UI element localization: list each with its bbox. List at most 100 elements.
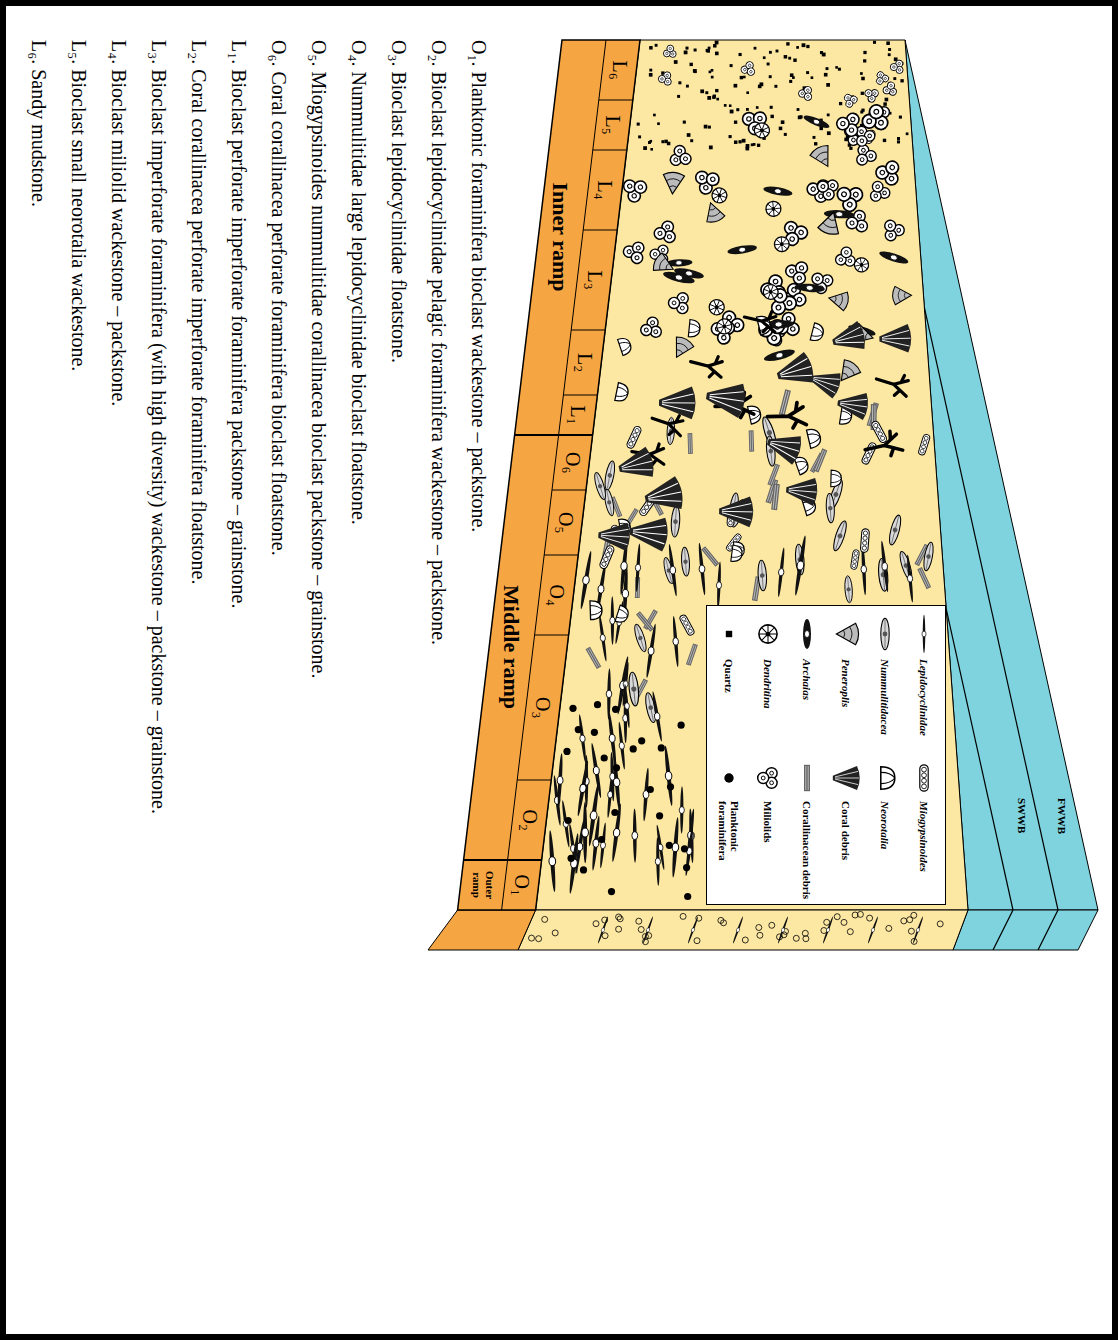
lepido-symbol	[687, 916, 700, 944]
planktonic-symbol-part	[724, 773, 733, 782]
miogyps-symbol-part	[603, 557, 609, 563]
quartz-symbol	[811, 76, 814, 79]
nummulit-symbol-part	[683, 559, 688, 564]
coralline-symbol-part	[806, 766, 808, 790]
lepido-symbol-part	[691, 927, 695, 932]
quartz-symbol-part	[711, 76, 714, 79]
neorotalia-symbol-part	[811, 327, 824, 338]
quartz-symbol	[758, 85, 762, 89]
miogyps-symbol-part	[853, 555, 857, 559]
legend-entry: Corallinacean debris	[789, 758, 825, 902]
miliolid-symbol-part	[848, 259, 852, 263]
facies-description: L₆. Sandy mudstone.	[27, 40, 50, 207]
neorotalia-symbol	[618, 336, 633, 355]
planktonic-symbol-part	[678, 722, 685, 729]
dendritina-symbol	[774, 236, 790, 252]
planktonic-symbol	[647, 786, 654, 793]
lepido-symbol-part	[656, 837, 660, 886]
coral-symbol	[763, 428, 804, 466]
coralline-symbol	[686, 643, 698, 665]
legend-symbol	[868, 758, 902, 798]
facies-code: O₆	[561, 452, 584, 473]
coral-symbol-part	[839, 396, 868, 414]
lepido-symbol	[597, 916, 610, 944]
miliolid-symbol-part	[869, 104, 884, 119]
quartz-symbol	[743, 76, 746, 79]
quartz-symbol-part	[826, 83, 830, 87]
lepido-symbol-part	[826, 927, 830, 932]
quartz-symbol	[730, 110, 734, 114]
dendritina-symbol-part	[752, 120, 772, 140]
miliolid-symbol-part	[672, 301, 676, 305]
archaias-symbol-part	[727, 243, 758, 255]
dendritina-symbol-part	[715, 317, 733, 335]
quartz-symbol	[754, 47, 757, 50]
miliolid-symbol-part	[699, 175, 705, 181]
coralline-symbol-part	[749, 430, 754, 451]
lepido-symbol-part	[669, 566, 676, 574]
quartz-symbol-part	[797, 108, 800, 111]
open-symbol	[793, 935, 799, 941]
open-symbol	[857, 911, 863, 917]
miliolid-symbol	[668, 292, 688, 313]
miliolid-symbol-part	[896, 228, 901, 233]
quartz-symbol-part	[784, 55, 787, 58]
neorotalia-symbol-part	[831, 474, 842, 483]
planktonic-symbol	[591, 729, 598, 736]
lepido-symbol-part	[578, 714, 587, 763]
miliolid-symbol-part	[799, 265, 804, 270]
quartz-symbol	[700, 89, 704, 93]
nummulit-symbol-part	[607, 490, 612, 515]
facies-code: L₃	[583, 271, 606, 290]
miliolid-symbol-part	[867, 91, 870, 94]
peneroplis-symbol-part	[815, 150, 831, 164]
face-dividers-part	[464, 859, 542, 861]
quartz-symbol	[897, 140, 900, 143]
miliolid-symbol-part	[658, 231, 663, 236]
coralline-symbol-part	[769, 465, 778, 485]
lepido-symbol-part	[916, 927, 920, 932]
quartz-symbol	[757, 144, 760, 147]
miliolid-symbol-part	[871, 180, 884, 193]
miliolid-symbol-part	[853, 191, 859, 197]
neorotalia-symbol-part	[806, 427, 822, 448]
quartz-symbol	[684, 51, 688, 55]
dendritina-symbol-part	[761, 282, 780, 301]
miliolid-symbol-part	[801, 92, 805, 96]
quartz-symbol	[715, 89, 718, 92]
coralline-symbol-part	[750, 431, 752, 450]
open-symbol-part	[552, 930, 558, 936]
miogyps-symbol-part	[920, 449, 925, 454]
open-symbol	[721, 920, 727, 926]
facies-description: L₁. Bioclast perforate imperforate foram…	[227, 40, 250, 608]
miliolid-symbol-part	[883, 159, 901, 177]
coral-symbol-part	[778, 358, 813, 384]
facies-description: L₃. Bioclast imperforate foraminifera (w…	[147, 40, 170, 814]
lepido-symbol	[617, 722, 627, 770]
dendritina-symbol-part	[765, 201, 781, 217]
lepido-symbol-part	[610, 617, 615, 624]
open-symbol-part	[757, 932, 763, 938]
miliolid-symbol	[842, 94, 858, 109]
open-symbol-part	[593, 921, 599, 927]
quartz-symbol	[756, 106, 759, 109]
open-symbol	[769, 922, 775, 928]
lepido-symbol-part	[600, 634, 606, 642]
lepido-symbol	[879, 540, 891, 592]
lepido-symbol-part	[624, 703, 629, 710]
nummulit-symbol-part	[887, 514, 903, 546]
nummulit-symbol-part	[607, 473, 612, 478]
lepido-symbol	[777, 916, 790, 944]
quartz-symbol-part	[746, 108, 749, 111]
quartz-symbol	[685, 47, 688, 50]
miliolid-symbol-part	[668, 297, 680, 309]
miliolid-symbol-part	[885, 89, 888, 92]
face-dividers-part	[593, 150, 627, 151]
miogyps-symbol-part	[920, 765, 928, 791]
quartz-symbol	[746, 91, 749, 94]
branch-symbol-part	[767, 402, 806, 428]
lepido-symbol-part	[609, 734, 616, 743]
swwb-line	[993, 910, 1013, 950]
branch-symbol-part	[862, 429, 903, 460]
